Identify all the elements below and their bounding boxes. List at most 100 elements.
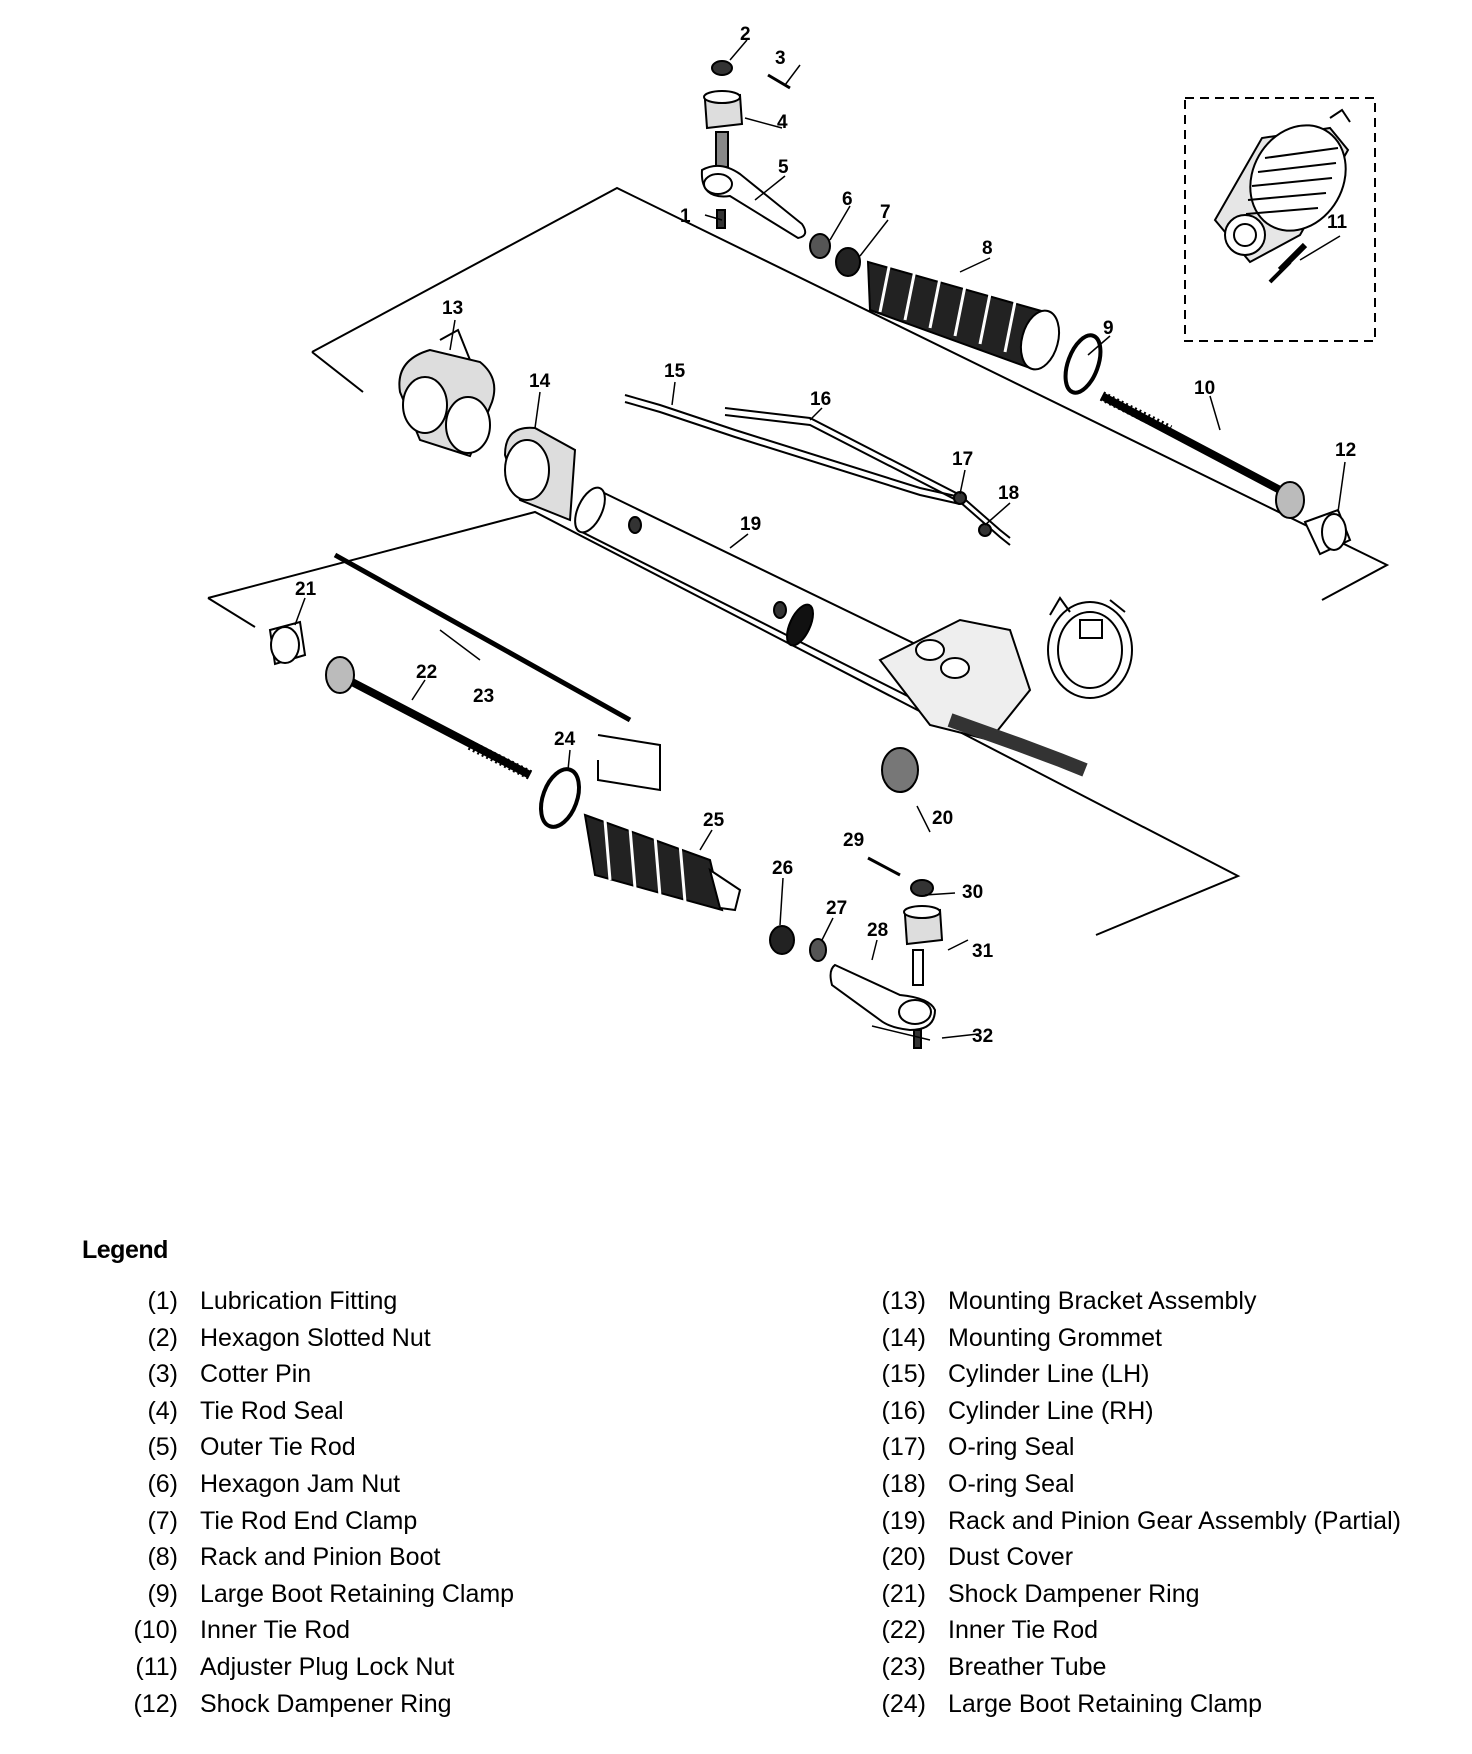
callout-30: 30 xyxy=(962,882,983,903)
legend-number: (14) xyxy=(881,1323,926,1352)
callout-27: 27 xyxy=(826,898,847,919)
legend-left-column: (1) Lubrication Fitting (2) Hexagon Slotte… xyxy=(120,1283,515,1722)
callout-20: 20 xyxy=(932,808,953,829)
legend-number: (12) xyxy=(133,1689,178,1718)
legend-item: (16)Cylinder Line (RH) xyxy=(868,1393,1401,1430)
adjuster-plug-housing-drawing xyxy=(1213,108,1351,284)
legend-item: (18)O-ring Seal xyxy=(868,1466,1401,1503)
adjuster-inset-box xyxy=(1184,97,1376,342)
legend-item: (20)Dust Cover xyxy=(868,1539,1401,1576)
legend-number: (3) xyxy=(147,1360,178,1389)
breather-tube-bracket-drawing xyxy=(597,734,661,792)
callout-10: 10 xyxy=(1194,378,1215,399)
callout-22: 22 xyxy=(416,662,437,683)
breather-tube-drawing xyxy=(333,552,632,723)
callout-16: 16 xyxy=(810,389,831,410)
legend-label: Rack and Pinion Boot xyxy=(200,1543,441,1572)
legend-label: Inner Tie Rod xyxy=(200,1616,351,1645)
legend-number: (7) xyxy=(147,1506,178,1535)
legend-label: Adjuster Plug Lock Nut xyxy=(200,1652,455,1681)
upper-rack-boot-drawing xyxy=(866,260,1103,395)
upper-assembly-frame xyxy=(311,186,1390,601)
mounting-grommet-drawing xyxy=(503,426,577,522)
callout-17: 17 xyxy=(952,449,973,470)
legend-number: (21) xyxy=(881,1579,926,1608)
legend-label: Hexagon Slotted Nut xyxy=(200,1323,431,1352)
lower-jam-nut-and-clamp-drawing xyxy=(769,925,827,962)
legend-label: O-ring Seal xyxy=(948,1469,1075,1498)
legend-label: Tie Rod End Clamp xyxy=(200,1506,418,1535)
callout-18: 18 xyxy=(998,483,1019,504)
callout-8: 8 xyxy=(982,238,993,259)
callout-numbers: 1 2 3 4 5 6 7 8 9 10 11 12 13 14 15 16 1… xyxy=(295,24,1356,1047)
legend-item: (2) Hexagon Slotted Nut xyxy=(120,1320,514,1357)
rack-housing-drawing xyxy=(574,486,1133,793)
legend-label: O-ring Seal xyxy=(948,1433,1075,1462)
legend-item: (10) Inner Tie Rod xyxy=(120,1612,514,1649)
lower-boot-clamp-drawing xyxy=(539,767,581,829)
legend-item: (22) Inner Tie Rod xyxy=(868,1612,1401,1649)
legend-label: Cotter Pin xyxy=(200,1360,312,1389)
legend-number: (9) xyxy=(147,1579,178,1608)
callout-leader-lines xyxy=(294,39,1346,1041)
cylinder-lines-drawing xyxy=(624,394,1011,546)
legend-item: (1) Lubrication Fitting xyxy=(120,1283,514,1320)
callout-15: 15 xyxy=(664,361,686,382)
legend-label: Breather Tube xyxy=(948,1652,1107,1681)
callout-14: 14 xyxy=(529,371,551,392)
legend-number: (5) xyxy=(147,1433,178,1462)
legend-label: Shock Dampener Ring xyxy=(200,1689,452,1718)
legend-label: Large Boot Retaining Clamp xyxy=(200,1579,515,1608)
legend-label: Inner Tie Rod xyxy=(948,1616,1099,1645)
legend-number: (22) xyxy=(881,1616,926,1645)
legend-number: (2) xyxy=(147,1323,178,1352)
mounting-bracket-drawing xyxy=(398,328,496,458)
lower-shock-ring-drawing xyxy=(268,620,307,666)
lower-inner-tie-rod-drawing xyxy=(325,656,533,780)
callout-29: 29 xyxy=(843,830,864,851)
callout-12: 12 xyxy=(1335,440,1356,461)
legend-number: (6) xyxy=(147,1469,178,1498)
legend-item: (14) Mounting Grommet xyxy=(868,1320,1401,1357)
legend-item: (7) Tie Rod End Clamp xyxy=(120,1503,514,1540)
upper-jam-nut-and-clamp-drawing xyxy=(809,233,861,277)
legend-right-column: (13)Mounting Bracket Assembly (14) Mounti… xyxy=(868,1283,1401,1722)
legend-item: (8) Rack and Pinion Boot xyxy=(120,1539,514,1576)
callout-7: 7 xyxy=(880,202,891,223)
legend-number: (15) xyxy=(881,1360,926,1389)
legend-label: Large Boot Retaining Clamp xyxy=(948,1689,1263,1718)
legend-item: (4)Tie Rod Seal xyxy=(120,1393,514,1430)
legend-title: Legend xyxy=(82,1236,168,1264)
callout-13: 13 xyxy=(442,298,463,319)
callout-21: 21 xyxy=(295,579,317,600)
legend-item: (3) Cotter Pin xyxy=(120,1356,514,1393)
callout-4: 4 xyxy=(777,112,788,133)
callout-3: 3 xyxy=(775,48,786,69)
legend-number: (1) xyxy=(147,1287,178,1315)
callout-5: 5 xyxy=(778,157,789,178)
legend-number: (20) xyxy=(881,1543,926,1572)
legend-item: (9) Large Boot Retaining Clamp xyxy=(120,1576,514,1613)
legend-number: (10) xyxy=(133,1616,178,1645)
callout-28: 28 xyxy=(867,920,888,941)
legend-label: Rack and Pinion Gear Assembly (Partial) xyxy=(948,1506,1401,1535)
legend-item: (15) Cylinder Line (LH) xyxy=(868,1356,1401,1393)
legend-number: (13) xyxy=(881,1287,926,1315)
legend-label: Hexagon Jam Nut xyxy=(200,1469,401,1498)
legend-label: Mounting Grommet xyxy=(948,1323,1162,1352)
legend-label: Cylinder Line (LH) xyxy=(948,1360,1150,1389)
legend-number: (16) xyxy=(881,1396,926,1425)
legend-label: Lubrication Fitting xyxy=(200,1287,398,1315)
callout-9: 9 xyxy=(1103,318,1114,339)
lower-assembly-frame xyxy=(207,510,1241,936)
legend-number: (19) xyxy=(881,1506,926,1535)
callout-19: 19 xyxy=(740,514,761,535)
legend-item: (13)Mounting Bracket Assembly xyxy=(868,1283,1401,1320)
callout-23: 23 xyxy=(473,686,494,707)
legend-item: (5)Outer Tie Rod xyxy=(120,1429,514,1466)
upper-tie-rod-end-drawing xyxy=(700,60,807,240)
callout-1: 1 xyxy=(680,206,691,227)
legend-item: (24) Large Boot Retaining Clamp xyxy=(868,1686,1401,1723)
legend-number: (8) xyxy=(147,1543,178,1572)
legend-number: (24) xyxy=(881,1689,926,1718)
